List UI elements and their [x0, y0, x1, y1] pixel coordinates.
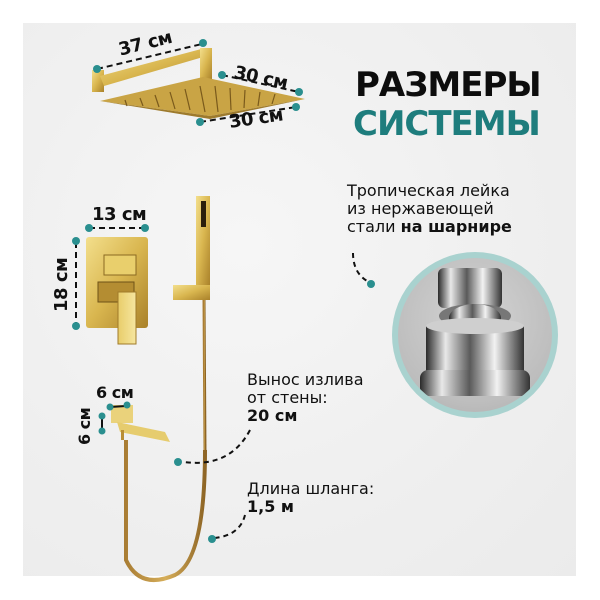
dimension-dot [295, 88, 303, 96]
dashed-leader-line [199, 106, 297, 123]
dimension-dot [123, 401, 131, 409]
dashed-leader-line [183, 429, 251, 464]
feature-callout: Тропическая лейка из нержавеющей стали н… [347, 182, 512, 236]
spout-reach-line1: Вынос излива [247, 370, 364, 389]
dimension-dot [174, 458, 182, 466]
mixer-width-label: 13 см [92, 204, 147, 225]
spout-reach-line2: от стены: [247, 388, 328, 407]
dimension-dot [85, 224, 93, 232]
mixer-height-label: 18 см [51, 257, 72, 312]
dashed-leader-line [214, 514, 246, 539]
spout-height-label: 6 см [75, 407, 94, 445]
dimension-dot [72, 237, 80, 245]
mixer-illustration [86, 237, 148, 345]
feature-line1: Тропическая лейка [347, 181, 510, 200]
hose-length-value: 1,5 м [247, 497, 294, 516]
hose-length-callout: Длина шланга: 1,5 м [247, 480, 374, 516]
page-title-line2: СИСТЕМЫ [353, 104, 541, 144]
dimension-dot [199, 39, 207, 47]
dimension-dot [72, 322, 80, 330]
dimension-dot [141, 224, 149, 232]
dimension-dot [208, 535, 216, 543]
dashed-leader-line [352, 252, 372, 284]
feature-line3-bold: на шарнире [400, 217, 512, 236]
page-title-line1: РАЗМЕРЫ [355, 65, 542, 105]
dimension-dot [218, 71, 226, 79]
dimension-dot [367, 280, 375, 288]
spout-illustration [111, 405, 170, 442]
feature-line3-regular: стали [347, 217, 401, 236]
dimension-dot [98, 427, 106, 435]
hose-length-label: Длина шланга: [247, 479, 375, 498]
dimension-dot [292, 103, 300, 111]
spout-reach-callout: Вынос излива от стены: 20 см [247, 371, 364, 425]
shower-swivel-joint-photo [392, 252, 558, 418]
spout-width-label: 6 см [96, 383, 134, 402]
dashed-leader-line [96, 43, 203, 70]
feature-line2: из нержавеющей [347, 199, 494, 218]
shower-head-illustration [92, 48, 305, 119]
hose-illustration [124, 440, 207, 582]
dimension-dot [93, 65, 101, 73]
dimension-dot [98, 412, 106, 420]
dimension-dot [196, 118, 204, 126]
dimension-dot [106, 403, 114, 411]
hand-shower-illustration [173, 196, 210, 451]
dashed-leader-line [221, 74, 300, 93]
spout-reach-value: 20 см [247, 406, 298, 425]
